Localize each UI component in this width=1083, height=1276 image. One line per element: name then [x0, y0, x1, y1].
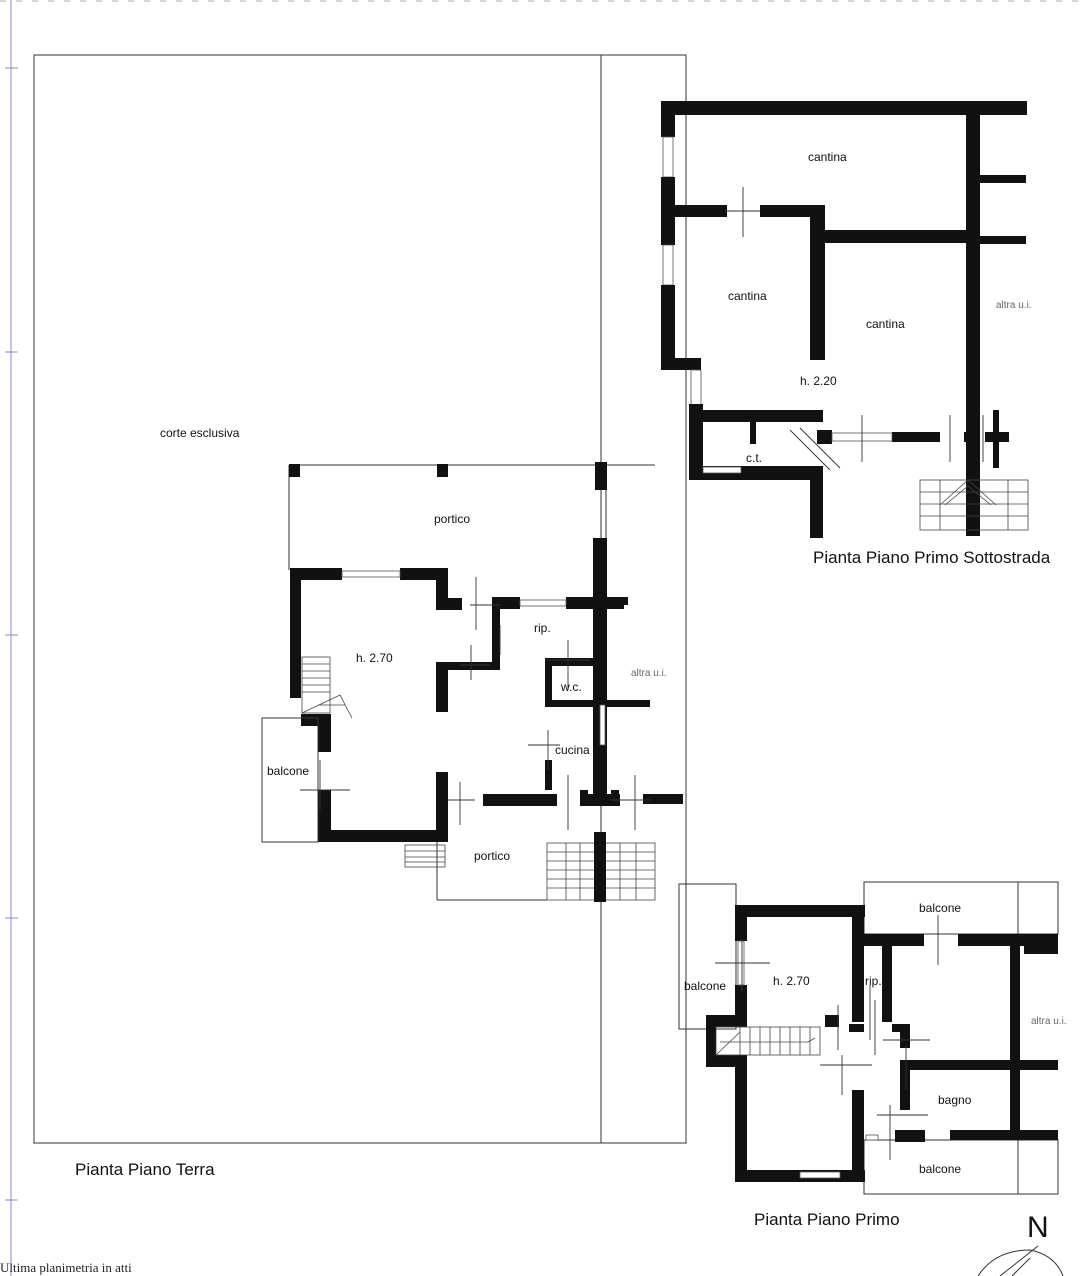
ground-floor-balcony — [261, 717, 319, 843]
first-floor-stair — [715, 1026, 821, 1056]
wc-label: w.c. — [560, 680, 582, 694]
storage-label: rip. — [534, 621, 551, 635]
first-other-unit-label: altra u.i. — [1031, 1016, 1067, 1027]
service-rooms-walls — [448, 538, 683, 806]
basement-plan: cantina cantina cantina h. 2.20 c.t. alt… — [661, 101, 1051, 567]
portico-bottom-label: portico — [474, 849, 510, 863]
balcony-label: balcone — [267, 764, 309, 778]
basement-other-unit-label: altra u.i. — [996, 300, 1032, 311]
ground-floor-title: Pianta Piano Terra — [75, 1160, 215, 1179]
first-balcony-bottom-label: balcone — [919, 1162, 961, 1176]
ground-floor-stair — [301, 656, 353, 719]
first-floor-plan: balcone balcone h. 2.70 rip. altra u.i. … — [678, 881, 1067, 1229]
first-floor-title: Pianta Piano Primo — [754, 1210, 900, 1229]
basement-walls — [661, 101, 1027, 538]
kitchen-label: cucina — [555, 743, 590, 757]
first-balcony-top-label: balcone — [919, 901, 961, 915]
first-floor-walls — [706, 905, 1058, 1182]
living-room-walls — [290, 568, 462, 842]
first-height-label: h. 2.70 — [773, 974, 810, 988]
basement-title: Pianta Piano Primo Sottostrada — [813, 548, 1051, 567]
north-letter: N — [1027, 1211, 1049, 1244]
ground-floor-plan: corte esclusiva portico h. 2.70 rip. w.c… — [33, 54, 687, 1179]
basement-stair — [919, 479, 1029, 531]
living-height-label: h. 2.70 — [356, 651, 393, 665]
court-boundary — [33, 54, 687, 1144]
north-arrow-icon — [977, 1249, 1064, 1276]
basement-height-label: h. 2.20 — [800, 374, 837, 388]
cellar-left-label: cantina — [728, 289, 767, 303]
first-floor-door-marks — [715, 915, 939, 1160]
upper-portico — [288, 462, 655, 570]
boiler-label: c.t. — [746, 451, 762, 465]
sheet-note: Ultima planimetria in atti — [0, 1260, 132, 1275]
basement-door-marks — [725, 187, 984, 471]
north-arrow: N — [977, 1211, 1064, 1276]
cellar-top-label: cantina — [808, 150, 847, 164]
portico-top-label: portico — [434, 512, 470, 526]
lower-portico — [404, 832, 656, 902]
other-unit-label: altra u.i. — [631, 668, 667, 679]
bathroom-label: bagno — [938, 1093, 972, 1107]
first-balcony-left-label: balcone — [684, 979, 726, 993]
ground-floor-door-marks — [300, 577, 650, 830]
court-label: corte esclusiva — [160, 426, 240, 440]
cellar-right-label: cantina — [866, 317, 905, 331]
first-storage-label: rip. — [865, 974, 882, 988]
